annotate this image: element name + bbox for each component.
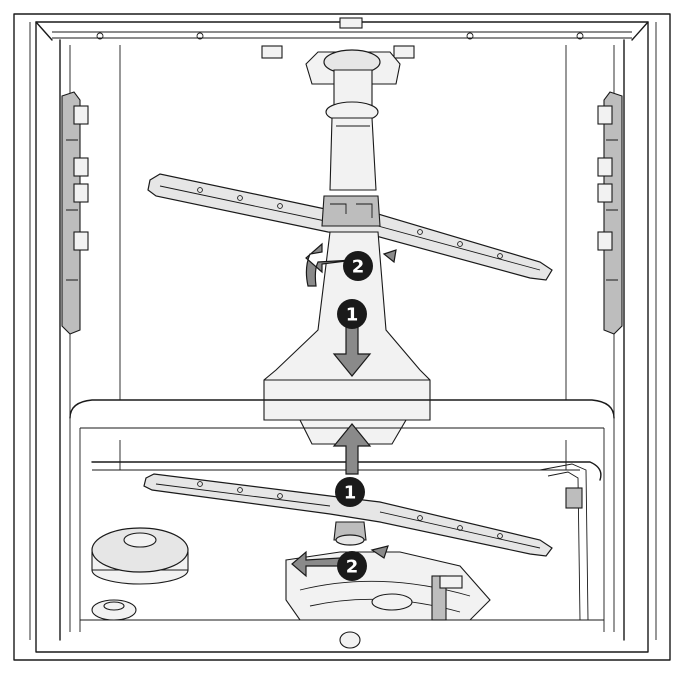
cabinet-frame (13, 13, 671, 661)
callout-badge-upper-rotate: 2 (343, 251, 373, 281)
callout-number: 1 (346, 305, 359, 326)
rinse-aid-cap (91, 599, 137, 621)
salt-container-cap (91, 527, 189, 585)
callout-number: 2 (346, 557, 359, 578)
callout-number: 1 (344, 483, 357, 504)
upper-spray-arm (147, 173, 553, 281)
lower-arm-hub (333, 521, 367, 546)
callout-badge-upper-down: 1 (337, 299, 367, 329)
filter-assembly (285, 551, 491, 649)
heater-element (539, 463, 589, 621)
lower-spray-arm (143, 473, 553, 557)
central-water-tube (305, 49, 401, 191)
upper-flow-down-arrow (332, 323, 372, 377)
left-rack-rail (61, 91, 89, 335)
upper-rotation-arrow (305, 242, 397, 287)
right-rack-rail (597, 91, 623, 335)
callout-badge-lower-up: 1 (335, 477, 365, 507)
callout-number: 2 (352, 257, 365, 278)
callout-badge-lower-rotate: 2 (337, 551, 367, 581)
lower-rotation-arrow (291, 545, 389, 578)
lower-flow-up-arrow (332, 423, 372, 475)
